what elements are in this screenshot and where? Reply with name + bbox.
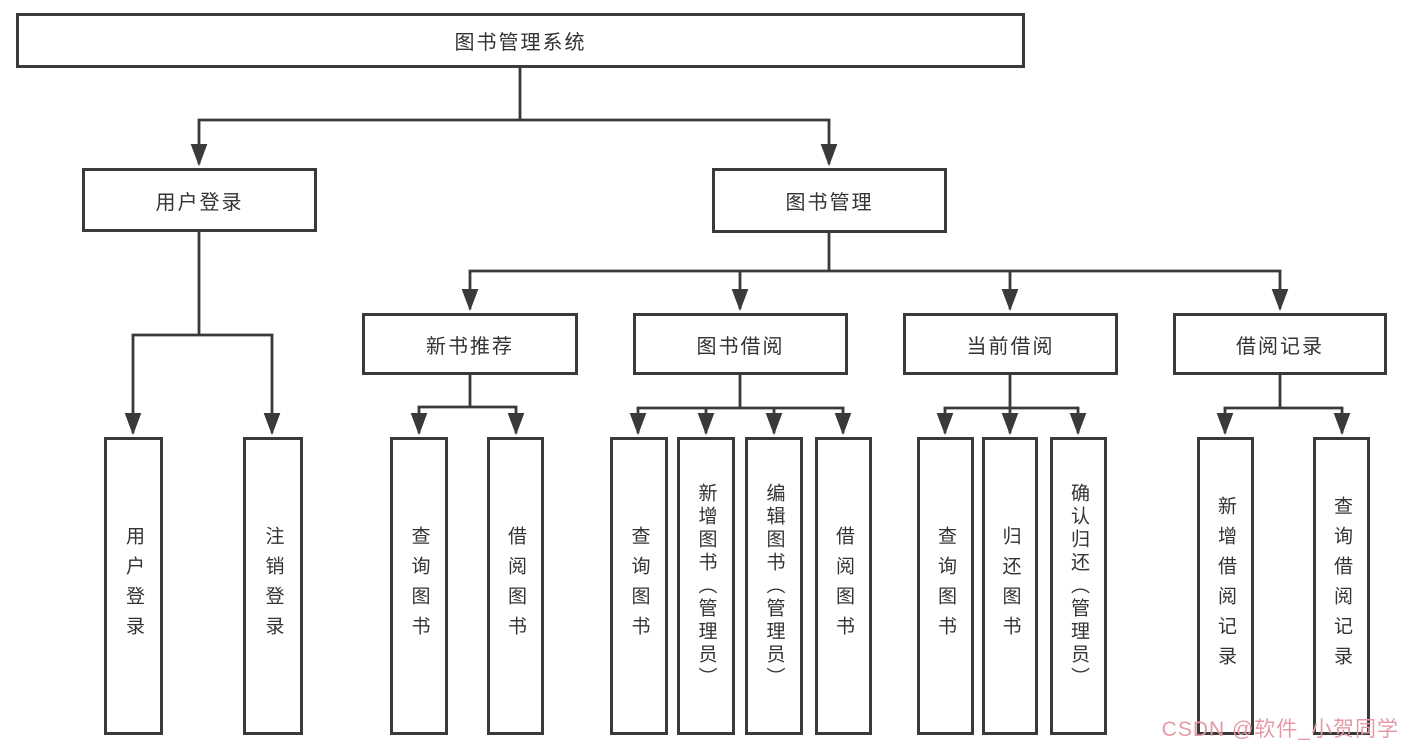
leaf-borrow-book: 借阅图书 xyxy=(815,437,872,735)
leaf-label: 注销登录 xyxy=(262,526,284,646)
node-book-management: 图书管理 xyxy=(712,168,947,233)
leaf-label: 查询图书 xyxy=(628,526,650,646)
leaf-label: 新增借阅记录 xyxy=(1215,496,1236,676)
node-label: 图书借阅 xyxy=(696,335,785,358)
leaf-add-book-admin: 新增图书（管理员） xyxy=(677,437,735,735)
node-label: 用户登录 xyxy=(155,191,244,214)
leaf-return-book: 归还图书 xyxy=(982,437,1038,735)
node-label: 当前借阅 xyxy=(966,335,1055,358)
leaf-confirm-return-admin: 确认归还（管理员） xyxy=(1050,437,1107,735)
leaf-query-book-borrow: 查询图书 xyxy=(610,437,668,735)
leaf-add-borrow-record: 新增借阅记录 xyxy=(1197,437,1254,735)
leaf-edit-book-admin: 编辑图书（管理员） xyxy=(745,437,803,735)
leaf-label: 查询借阅记录 xyxy=(1331,496,1352,676)
node-label: 借阅记录 xyxy=(1236,335,1324,358)
node-borrow-record: 借阅记录 xyxy=(1173,313,1387,375)
leaf-user-login: 用户登录 xyxy=(104,437,163,735)
node-book-borrow: 图书借阅 xyxy=(633,313,848,375)
leaf-query-book-recommend: 查询图书 xyxy=(390,437,448,735)
leaf-label: 借阅图书 xyxy=(505,526,526,646)
node-library-management-system: 图书管理系统 xyxy=(16,13,1025,68)
node-label: 图书管理 xyxy=(785,192,874,214)
leaf-label: 查询图书 xyxy=(408,526,430,646)
leaf-label: 用户登录 xyxy=(123,526,144,646)
leaf-label: 确认归还（管理员） xyxy=(1068,482,1089,690)
leaf-label: 查询图书 xyxy=(935,526,956,646)
leaf-logout: 注销登录 xyxy=(243,437,303,735)
node-user-login: 用户登录 xyxy=(82,168,317,232)
leaf-label: 借阅图书 xyxy=(833,526,854,646)
node-label: 图书管理系统 xyxy=(454,32,587,54)
leaf-label: 新增图书（管理员） xyxy=(695,482,717,690)
leaf-label: 归还图书 xyxy=(999,526,1021,646)
node-new-book-recommend: 新书推荐 xyxy=(362,313,578,375)
node-label: 新书推荐 xyxy=(426,335,514,358)
leaf-label: 编辑图书（管理员） xyxy=(763,482,785,690)
leaf-query-borrow-record: 查询借阅记录 xyxy=(1313,437,1370,735)
node-current-borrow: 当前借阅 xyxy=(903,313,1118,375)
leaf-borrow-book-recommend: 借阅图书 xyxy=(487,437,544,735)
leaf-query-book-current: 查询图书 xyxy=(917,437,974,735)
